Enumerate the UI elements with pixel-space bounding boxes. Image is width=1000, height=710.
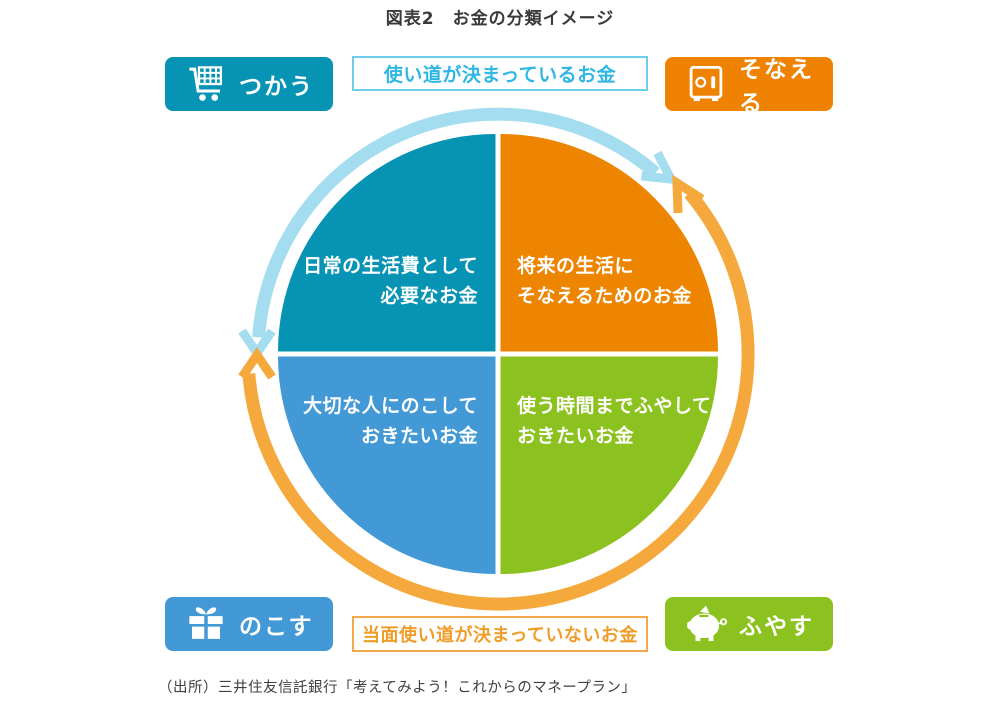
arrowhead-left-up-icon bbox=[238, 347, 276, 380]
tag-leave-label: のこす bbox=[239, 614, 314, 640]
figure-title: 図表2 お金の分類イメージ bbox=[385, 9, 615, 29]
bottom-cycle-arrow bbox=[238, 174, 755, 611]
gift-icon bbox=[189, 607, 223, 639]
shopping-cart-icon bbox=[189, 66, 223, 101]
quadrant-bottom-right-shape bbox=[500, 356, 718, 574]
pie-quadrants bbox=[278, 134, 718, 574]
tag-grow-label: ふやす bbox=[739, 614, 814, 640]
tag-grow: ふやす bbox=[665, 597, 833, 651]
quadrant-top-left-caption: 日常の生活費として 必要なお金 bbox=[303, 255, 478, 307]
tag-leave: のこす bbox=[165, 597, 333, 651]
piggy-bank-icon bbox=[687, 605, 727, 642]
quadrant-top-right-caption: 将来の生活に そなえるためのお金 bbox=[517, 255, 692, 307]
arrowhead-topright-up-icon bbox=[672, 174, 705, 214]
safe-icon bbox=[689, 65, 723, 102]
quadrant-bottom-left-shape bbox=[278, 356, 496, 574]
banner-undecided-money: 当面使い道が決まっていないお金 bbox=[352, 616, 648, 652]
arrowhead-topright-icon bbox=[641, 150, 679, 185]
tag-use-label: つかう bbox=[239, 74, 314, 100]
quadrant-bottom-left-caption: 大切な人にのこして おきたいお金 bbox=[303, 395, 478, 447]
tag-use: つかう bbox=[165, 57, 333, 111]
tag-prepare-label: そなえる bbox=[739, 57, 814, 117]
tag-prepare: そなえる bbox=[665, 57, 833, 117]
banner-decided-money: 使い道が決まっているお金 bbox=[352, 56, 648, 91]
quadrant-top-right-shape bbox=[500, 134, 718, 352]
source-citation: （出所）三井住友信託銀行「考えてみよう！これからのマネープラン」 bbox=[158, 680, 637, 696]
quadrant-bottom-right-caption: 使う時間までふやして おきたいお金 bbox=[517, 395, 712, 447]
quadrant-top-left-shape bbox=[278, 134, 496, 352]
